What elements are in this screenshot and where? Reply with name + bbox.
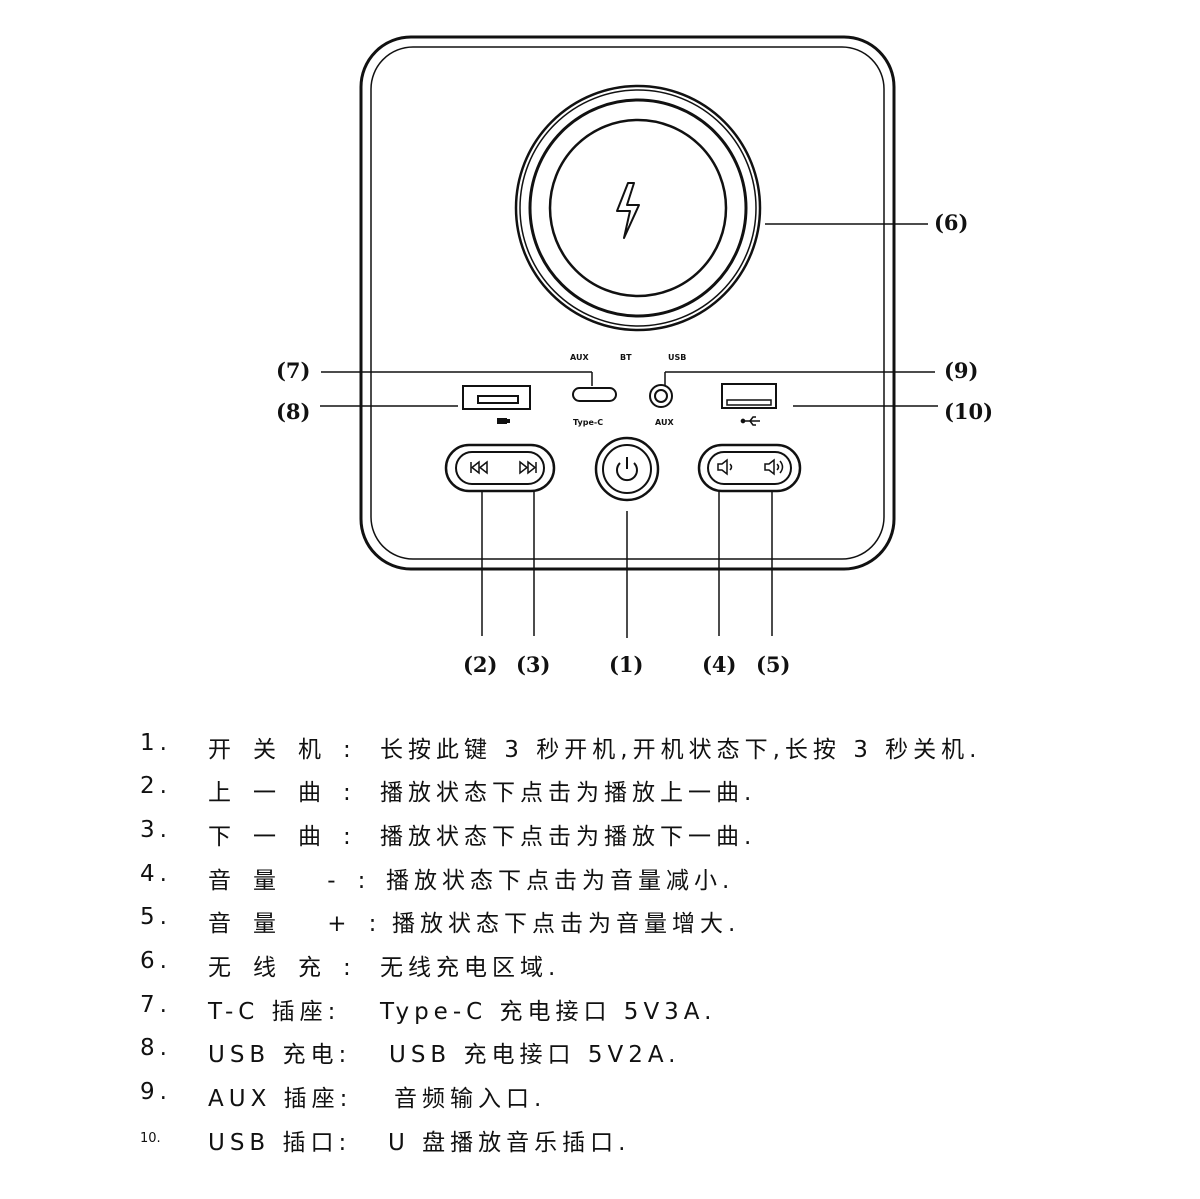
aux-label: AUX: [655, 418, 674, 427]
legend-number: 4.: [140, 861, 172, 887]
next-track-button[interactable]: [500, 452, 544, 484]
legend-number: 7.: [140, 992, 172, 1018]
callout-8: (8): [276, 399, 310, 424]
legend-description: Type-C 充电接口 5V3A.: [380, 999, 717, 1025]
volume-button-group: [697, 443, 802, 493]
previous-track-button[interactable]: [456, 452, 500, 484]
legend-description: 播放状态下点击为音量减小.: [386, 868, 735, 894]
track-button-group: [444, 443, 556, 493]
skip-previous-icon: [470, 460, 488, 475]
legend-label: USB 充电:: [208, 1042, 352, 1068]
legend-description: 长按此键 3 秒开机,开机状态下,长按 3 秒关机.: [380, 737, 982, 763]
callout-6: (6): [934, 210, 968, 235]
legend-label: 音量 -:: [208, 868, 388, 894]
usb-icon: [740, 416, 760, 426]
legend-description: 播放状态下点击为播放下一曲.: [380, 824, 757, 850]
power-button[interactable]: [594, 436, 660, 502]
legend-label: AUX 插座:: [208, 1086, 353, 1112]
legend-number: 5.: [140, 904, 172, 930]
volume-up-icon: [764, 458, 784, 476]
callout-10: (10): [944, 399, 993, 424]
battery-icon: [497, 418, 510, 424]
callout-5: (5): [756, 652, 790, 677]
type-c-label: Type-C: [573, 418, 603, 427]
legend-label: USB 插口:: [208, 1130, 352, 1156]
usb-music-port[interactable]: [721, 383, 777, 409]
wireless-charging-pad[interactable]: [514, 84, 762, 332]
volume-down-button[interactable]: [708, 452, 749, 484]
legend-label: 无线充:: [208, 955, 373, 981]
legend-number: 9.: [140, 1079, 172, 1105]
callout-1: (1): [609, 652, 643, 677]
legend-number: 8.: [140, 1035, 172, 1061]
aux-jack[interactable]: [649, 384, 673, 408]
usb-charge-port[interactable]: [462, 385, 531, 410]
legend-number: 3.: [140, 817, 172, 843]
volume-up-button[interactable]: [749, 452, 791, 484]
device-body-inner: [370, 46, 885, 560]
legend-description: USB 充电接口 5V2A.: [389, 1042, 681, 1068]
legend-label: T-C 插座:: [208, 999, 341, 1025]
legend-number: 6.: [140, 948, 172, 974]
device-diagram: AUX BT USB Type-C AUX: [276, 35, 993, 677]
legend-label: 上一曲:: [208, 780, 373, 806]
device-body-outer: [359, 35, 896, 571]
mode-label-aux: AUX: [570, 353, 589, 362]
callout-3: (3): [516, 652, 550, 677]
legend-label: 下一曲:: [208, 824, 373, 850]
legend-description: 播放状态下点击为音量增大.: [392, 911, 741, 937]
callout-2: (2): [463, 652, 497, 677]
volume-down-icon: [717, 458, 733, 476]
skip-next-icon: [519, 460, 537, 475]
mode-label-usb: USB: [668, 353, 686, 362]
power-icon: [616, 457, 638, 482]
leader-lines: [320, 223, 938, 638]
legend-label: 开关机:: [208, 737, 373, 763]
type-c-port[interactable]: [572, 387, 617, 402]
legend-number: 2.: [140, 773, 172, 799]
callout-7: (7): [276, 358, 310, 383]
legend-description: U 盘播放音乐插口.: [388, 1130, 631, 1156]
legend-description: 音频输入口.: [394, 1086, 547, 1112]
lightning-bolt-icon: [616, 182, 640, 239]
legend-number: 1.: [140, 730, 172, 756]
legend-description: 无线充电区域.: [380, 955, 561, 981]
callout-4: (4): [702, 652, 736, 677]
legend-description: 播放状态下点击为播放上一曲.: [380, 780, 757, 806]
mode-label-bt: BT: [620, 353, 632, 362]
legend-number: 10.: [140, 1131, 161, 1146]
legend-label: 音量 +:: [208, 911, 399, 937]
callout-9: (9): [944, 358, 978, 383]
